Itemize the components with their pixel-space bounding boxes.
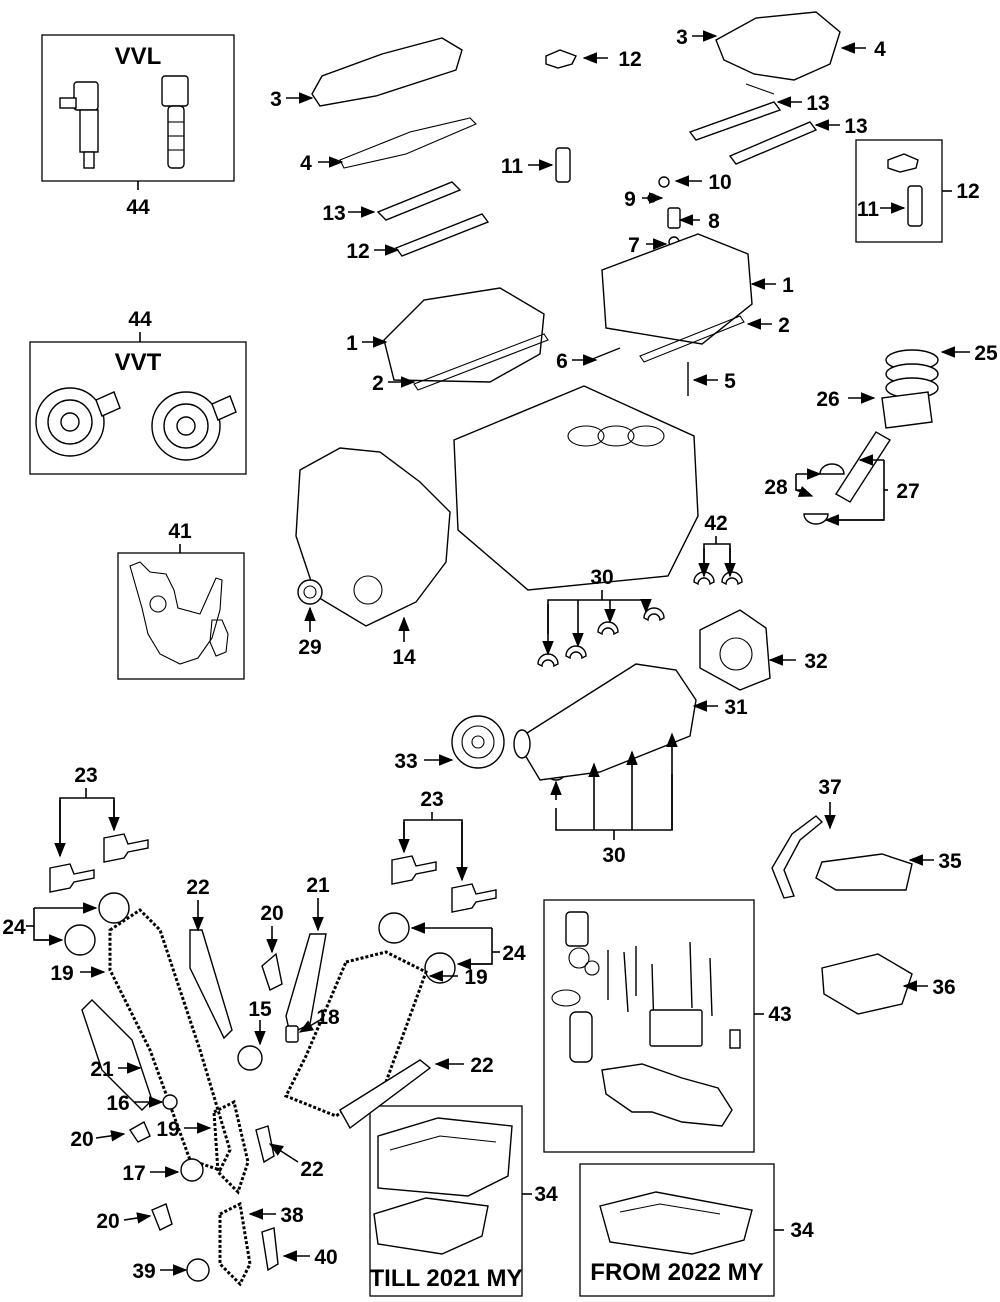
till-model-year-label: TILL 2021 MY	[370, 1265, 523, 1292]
oil-filter-box-number: 43	[768, 1003, 791, 1026]
callout-42: 42	[704, 512, 727, 535]
callout-1-left: 1	[346, 332, 358, 355]
callout-1-right: 1	[782, 274, 794, 297]
callout-23-center: 23	[420, 788, 443, 811]
callout-12-top: 12	[618, 48, 641, 71]
callout-35: 35	[938, 850, 962, 873]
callout-3-left: 3	[270, 88, 282, 111]
vvl-solenoid-illustration	[59, 75, 189, 169]
callout-27: 27	[896, 480, 919, 503]
callout-11-center: 11	[501, 155, 524, 178]
callout-13-left: 13	[322, 202, 345, 225]
oil-pan-till-illustration	[373, 1117, 513, 1255]
callout-10: 10	[708, 171, 731, 194]
vvl-part-number: 44	[126, 196, 150, 219]
callout-24-right: 24	[502, 942, 526, 965]
callout-32: 32	[804, 650, 827, 673]
callout-5: 5	[724, 370, 736, 393]
rocker-and-lifter-illustration	[887, 153, 923, 227]
callout-28: 28	[764, 476, 788, 499]
callout-2-left: 2	[372, 372, 384, 395]
callout-37: 37	[818, 776, 841, 799]
callout-4-right: 4	[874, 38, 886, 61]
callout-13-lower: 13	[844, 115, 867, 138]
callout-20-top: 20	[260, 902, 283, 925]
from-model-year-label: FROM 2022 MY	[590, 1259, 763, 1286]
oil-pan-till-number: 34	[534, 1183, 558, 1206]
callout-9: 9	[624, 188, 636, 211]
callout-40: 40	[314, 1246, 337, 1269]
part-illustrations	[49, 11, 939, 1287]
oil-filter-box	[543, 899, 755, 1153]
callout-38: 38	[280, 1204, 304, 1227]
callout-7: 7	[628, 234, 640, 257]
callout-22-right: 22	[470, 1054, 493, 1077]
vvt-phaser-illustration	[35, 387, 237, 461]
oil-pan-from-number: 34	[790, 1219, 814, 1242]
callout-17: 17	[122, 1162, 145, 1185]
leader-lines	[26, 30, 970, 1276]
oil-filter-housing-illustration	[551, 911, 741, 1127]
vvt-box	[29, 341, 247, 475]
callout-36: 36	[932, 976, 955, 999]
callout-33: 33	[394, 750, 417, 773]
callout-18: 18	[316, 1006, 340, 1029]
callout-26: 26	[816, 388, 839, 411]
callout-19-lower: 19	[156, 1118, 179, 1141]
callout-22-top: 22	[186, 876, 209, 899]
callout-2-right: 2	[778, 314, 790, 337]
callout-19-left: 19	[50, 962, 73, 985]
callout-11-box: 11	[857, 198, 880, 221]
callout-14: 14	[392, 646, 416, 669]
callout-19-right: 19	[464, 966, 487, 989]
timing-cover-gasket-illustration	[129, 561, 229, 665]
vvt-part-number: 44	[128, 308, 152, 331]
callout-numbers: 3 3 4 4 12 13 13 13 12 11 10 9 8 7 11 1 …	[2, 26, 998, 1283]
callout-6: 6	[556, 350, 568, 373]
callout-24-left: 24	[2, 916, 26, 939]
callout-8: 8	[708, 210, 720, 233]
callout-20-mid: 20	[70, 1128, 93, 1151]
callout-25: 25	[974, 342, 998, 365]
callout-29: 29	[298, 636, 321, 659]
callout-22-lower: 22	[300, 1158, 323, 1181]
rocker-box-number: 12	[956, 180, 979, 203]
callout-23-left: 23	[74, 764, 97, 787]
gasket-set-number: 41	[168, 520, 192, 543]
callout-4-left: 4	[300, 152, 312, 175]
callout-15: 15	[248, 998, 272, 1021]
callout-12-left: 12	[346, 240, 369, 263]
callout-20-bottom: 20	[96, 1210, 119, 1233]
callout-39: 39	[132, 1260, 155, 1283]
vvt-title: VVT	[115, 349, 162, 376]
callout-30-upper: 30	[590, 566, 613, 589]
callout-21-top: 21	[306, 874, 330, 897]
callout-30-lower: 30	[602, 844, 625, 867]
oil-pan-from-illustration	[599, 1191, 753, 1255]
oil-pan-till-box	[369, 1105, 523, 1297]
callout-13-upper: 13	[806, 92, 829, 115]
callout-3-right: 3	[676, 26, 688, 49]
callout-21-left: 21	[90, 1058, 114, 1081]
gasket-set-box	[117, 552, 245, 680]
callout-31: 31	[724, 696, 748, 719]
vvl-title: VVL	[115, 43, 162, 70]
callout-16: 16	[106, 1092, 129, 1115]
